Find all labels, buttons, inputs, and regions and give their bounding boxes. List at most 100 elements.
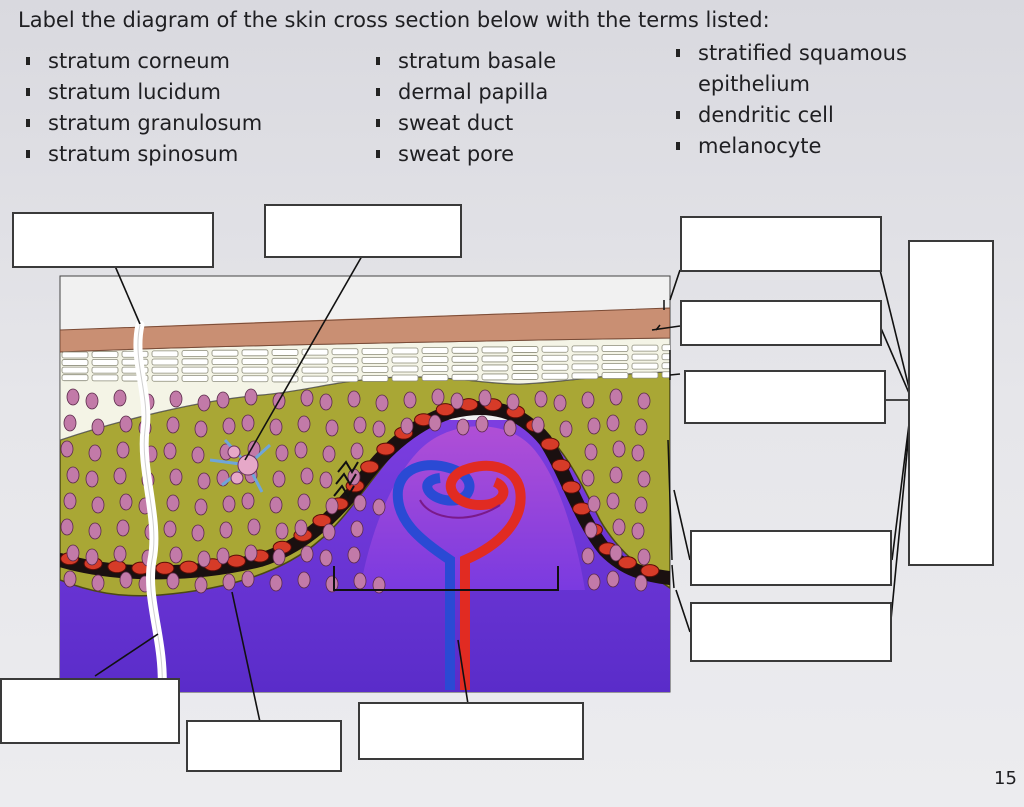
- keratinocyte-nucleus: [319, 393, 333, 411]
- keratinocyte-nucleus: [587, 573, 601, 591]
- keratinocyte-nucleus: [275, 444, 289, 462]
- keratinocyte-nucleus: [297, 493, 311, 511]
- label-box-top-center[interactable]: [264, 204, 462, 258]
- keratinocyte-nucleus: [428, 414, 442, 432]
- label-box-right-1[interactable]: [680, 216, 882, 272]
- lucidum-cell: [571, 345, 599, 353]
- lucidum-cell: [241, 366, 269, 374]
- keratinocyte-nucleus: [91, 574, 105, 592]
- lucidum-cell: [601, 372, 629, 379]
- label-box-right-5[interactable]: [690, 602, 892, 662]
- label-box-right-3[interactable]: [684, 370, 886, 424]
- bullet-icon: [676, 49, 680, 57]
- keratinocyte-nucleus: [609, 466, 623, 484]
- keratinocyte-nucleus: [222, 495, 236, 513]
- lucidum-cell: [331, 348, 359, 356]
- keratinocyte-nucleus: [581, 469, 595, 487]
- keratinocyte-nucleus: [119, 493, 133, 511]
- lucidum-cell: [631, 362, 659, 370]
- basal-cell: [435, 403, 455, 417]
- label-box-right-tall[interactable]: [908, 240, 994, 566]
- lucidum-cell: [421, 347, 449, 355]
- keratinocyte-nucleus: [85, 470, 99, 488]
- lucidum-cell: [631, 344, 659, 352]
- lucidum-cell: [421, 365, 449, 373]
- basal-cell: [360, 460, 380, 474]
- label-box-bottom-center-left[interactable]: [186, 720, 342, 772]
- layer-bracket-marks: [655, 300, 675, 589]
- keratinocyte-nucleus: [269, 418, 283, 436]
- keratinocyte-nucleus: [63, 570, 77, 588]
- keratinocyte-nucleus: [372, 498, 386, 516]
- term-item: sweat pore: [368, 139, 556, 170]
- bullet-icon: [676, 142, 680, 150]
- bullet-icon: [26, 88, 30, 96]
- keratinocyte-nucleus: [119, 571, 133, 589]
- keratinocyte-nucleus: [166, 416, 180, 434]
- lucidum-cell: [541, 354, 569, 362]
- lucidum-cell: [151, 366, 179, 374]
- lucidum-cell: [511, 373, 539, 380]
- term-item: dendritic cell: [668, 100, 907, 131]
- lucidum-cell: [451, 346, 479, 354]
- lucidum-cell: [661, 353, 670, 361]
- keratinocyte-nucleus: [559, 420, 573, 438]
- label-box-top-left[interactable]: [12, 212, 214, 268]
- keratinocyte-nucleus: [66, 544, 80, 562]
- basal-cell: [179, 560, 199, 574]
- keratinocyte-nucleus: [347, 390, 361, 408]
- lucidum-cell: [331, 357, 359, 365]
- basal-cell: [540, 437, 560, 451]
- lucidum-cell: [571, 363, 599, 371]
- keratinocyte-nucleus: [169, 390, 183, 408]
- lucidum-cell: [541, 363, 569, 371]
- dendritic-cell: [209, 438, 272, 493]
- lucidum-cell: [151, 358, 179, 366]
- keratinocyte-nucleus: [116, 519, 130, 537]
- keratinocyte-nucleus: [91, 496, 105, 514]
- keratinocyte-nucleus: [478, 389, 492, 407]
- basal-cell: [617, 556, 637, 570]
- lucidum-cell: [91, 366, 119, 374]
- keratinocyte-nucleus: [631, 522, 645, 540]
- lucidum-cell: [421, 356, 449, 364]
- keratinocyte-nucleus: [319, 471, 333, 489]
- sweat-duct-outline: [137, 324, 163, 692]
- lucidum-cell: [241, 349, 269, 357]
- lucidum-cell: [571, 354, 599, 362]
- keratinocyte-nucleus: [191, 446, 205, 464]
- bullet-icon: [376, 57, 380, 65]
- keratinocyte-nucleus: [269, 574, 283, 592]
- keratinocyte-nucleus: [403, 391, 417, 409]
- lucidum-cell: [541, 372, 569, 380]
- bullet-icon: [376, 88, 380, 96]
- keratinocyte-nucleus: [300, 545, 314, 563]
- lucidum-cell: [391, 347, 419, 355]
- lucidum-cell: [61, 374, 89, 382]
- keratinocyte-nucleus: [216, 547, 230, 565]
- label-box-bottom-left[interactable]: [0, 678, 180, 744]
- bullet-icon: [26, 150, 30, 158]
- lucidum-cell: [511, 346, 539, 353]
- stratum-corneum-layer: [60, 307, 670, 353]
- basal-cell: [107, 560, 127, 574]
- lucidum-cell: [331, 375, 359, 383]
- label-box-right-4[interactable]: [690, 530, 892, 586]
- keratinocyte-nucleus: [606, 570, 620, 588]
- keratinocyte-nucleus: [609, 544, 623, 562]
- keratinocyte-nucleus: [450, 392, 464, 410]
- lucidum-cell: [481, 355, 509, 363]
- keratinocyte-nucleus: [606, 414, 620, 432]
- basal-cell: [312, 514, 332, 528]
- keratinocyte-nucleus: [194, 420, 208, 438]
- keratinocyte-nucleus: [60, 518, 74, 536]
- label-box-right-2[interactable]: [680, 300, 882, 346]
- keratinocyte-nucleus: [350, 442, 364, 460]
- keratinocyte-nucleus: [244, 544, 258, 562]
- label-box-bottom-center-right[interactable]: [358, 702, 584, 760]
- bullet-icon: [26, 119, 30, 127]
- keratinocyte-nucleus: [113, 389, 127, 407]
- term-item: sweat duct: [368, 108, 556, 139]
- keratinocyte-nucleus: [375, 394, 389, 412]
- keratinocyte-nucleus: [241, 414, 255, 432]
